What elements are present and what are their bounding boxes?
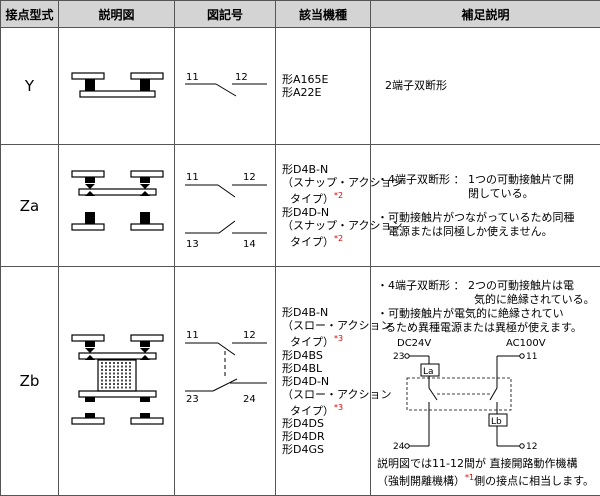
header-diagram: 説明図 [59, 1, 175, 28]
footnote-text: 側の接点に相当します。 [474, 475, 594, 488]
model-note: （スロー・アクション [282, 319, 370, 332]
model-d4b-n: 形D4B-N [282, 163, 370, 176]
model-d4dr: 形D4DR [282, 430, 370, 443]
footnote-line: 説明図では11-12間が 直接開路動作機構 [377, 457, 600, 471]
model-a165e: 形A165E [282, 73, 370, 86]
terminal-23-label: 23 [393, 352, 404, 362]
note-line: ・4端子双断形 ： 1つの可動接触片で開 [377, 173, 600, 187]
relay-lb-label: Lb [491, 417, 502, 427]
terminal-12-label: 12 [243, 172, 256, 183]
diagram-zb [59, 267, 175, 496]
model-note-text: タイプ） [290, 404, 334, 417]
symbol-zb: 11 12 23 24 [175, 267, 276, 496]
terminal-23-label: 23 [186, 394, 199, 405]
model-note: タイプ）*3 [282, 332, 370, 349]
notes-za: ・4端子双断形 ： 1つの可動接触片で開 閉している。 ・可動接触片がつながって… [371, 145, 600, 267]
model-d4d-n: 形D4D-N [282, 206, 370, 219]
model-note: （スナップ・アクション [282, 219, 370, 232]
relay-la-label: La [423, 367, 434, 377]
notes-zb: ・4端子双断形 ： 2つの可動接触片は電 気的に絶縁されている。 ・可動接触片が… [371, 267, 600, 496]
row-za: Za [1, 145, 600, 267]
header-symbol: 図記号 [175, 1, 276, 28]
models-za: 形D4B-N （スナップ・アクション タイプ）*2 形D4D-N （スナップ・ア… [276, 145, 371, 267]
footnote-text: （強制開離機構） [377, 475, 465, 488]
note-line: 閉している。 [377, 187, 600, 201]
note-line: ・可動接触片が電気的に絶縁されてい [377, 307, 600, 321]
symbol-y-graphic: 11 12 [175, 28, 276, 140]
note-za-1: ・4端子双断形 ： 1つの可動接触片で開 閉している。 [377, 173, 600, 201]
note-line: 気的に絶縁されている。 [377, 293, 600, 307]
contact-type-table-page: 接点型式 説明図 図記号 該当機種 補足説明 Y 11 [0, 0, 600, 479]
header-notes: 補足説明 [371, 1, 600, 28]
model-d4gs: 形D4GS [282, 443, 370, 456]
diagram-zb-graphic [59, 267, 175, 491]
footnote-mark: *2 [334, 234, 343, 243]
model-d4ds: 形D4DS [282, 417, 370, 430]
footnote-mark: *1 [465, 473, 474, 482]
note-line: 電源または同極しか使えません。 [377, 225, 600, 239]
header-models: 該当機種 [276, 1, 371, 28]
terminal-12-label: 12 [243, 330, 256, 341]
symbol-y: 11 12 [175, 28, 276, 145]
model-a22e: 形A22E [282, 86, 370, 99]
terminal-11-label: 11 [186, 72, 199, 83]
terminal-13-label: 13 [186, 239, 199, 250]
models-y: 形A165E 形A22E [276, 28, 371, 145]
contact-type-zb: Zb [1, 267, 59, 496]
terminal-12-label: 12 [526, 442, 537, 452]
model-d4d-n: 形D4D-N [282, 375, 370, 388]
diagram-y-graphic [59, 28, 175, 140]
terminal-11-label: 11 [186, 330, 199, 341]
footnote-mark: *2 [334, 191, 343, 200]
note-line: るため異種電源または異極が使えます。 [377, 321, 600, 335]
model-d4bl: 形D4BL [282, 362, 370, 375]
terminal-24-label: 24 [243, 394, 256, 405]
footnote-mark: *3 [334, 334, 343, 343]
note-line: ・可動接触片がつながっているため同種 [377, 211, 600, 225]
row-zb: Zb [1, 267, 600, 496]
terminal-12-label: 12 [235, 72, 248, 83]
model-note-text: タイプ） [290, 193, 334, 206]
dc24v-label: DC24V [397, 338, 431, 349]
model-note-text: タイプ） [290, 336, 334, 349]
model-d4bs: 形D4BS [282, 349, 370, 362]
header-row: 接点型式 説明図 図記号 該当機種 補足説明 [1, 1, 600, 28]
model-note: タイプ）*2 [282, 232, 370, 249]
terminal-11-label: 11 [526, 352, 537, 362]
model-note: （スロー・アクション [282, 388, 370, 401]
model-note: タイプ）*2 [282, 189, 370, 206]
contact-type-y: Y [1, 28, 59, 145]
circuit-diagram: DC24V AC100V 23 La 11 [377, 336, 599, 456]
header-contact-type: 接点型式 [1, 1, 59, 28]
model-note: タイプ）*3 [282, 401, 370, 418]
model-note-text: タイプ） [290, 235, 334, 248]
terminal-11-label: 11 [186, 172, 199, 183]
diagram-za-graphic [59, 145, 175, 262]
symbol-za-graphic: 11 12 13 14 [175, 145, 276, 262]
terminal-14-label: 14 [243, 239, 256, 250]
footnote-line: （強制開離機構）*1側の接点に相当します。 [377, 471, 600, 489]
note-line: ・4端子双断形 ： 2つの可動接触片は電 [377, 279, 600, 293]
ac100v-label: AC100V [506, 338, 546, 349]
footnote-mark: *3 [334, 403, 343, 412]
model-d4b-n: 形D4B-N [282, 306, 370, 319]
models-zb: 形D4B-N （スロー・アクション タイプ）*3 形D4BS 形D4BL 形D4… [276, 267, 371, 496]
note-za-2: ・可動接触片がつながっているため同種 電源または同極しか使えません。 [377, 211, 600, 239]
diagram-y [59, 28, 175, 145]
symbol-zb-graphic: 11 12 23 24 [175, 267, 276, 491]
diagram-za [59, 145, 175, 267]
row-y: Y 11 12 形A165E 形A22E [1, 28, 600, 145]
contact-type-za: Za [1, 145, 59, 267]
symbol-za: 11 12 13 14 [175, 145, 276, 267]
note-y-text: 2端子双断形 [385, 79, 447, 92]
notes-y: 2端子双断形 [371, 28, 600, 145]
model-note: （スナップ・アクション [282, 176, 370, 189]
terminal-24-label: 24 [393, 442, 405, 452]
